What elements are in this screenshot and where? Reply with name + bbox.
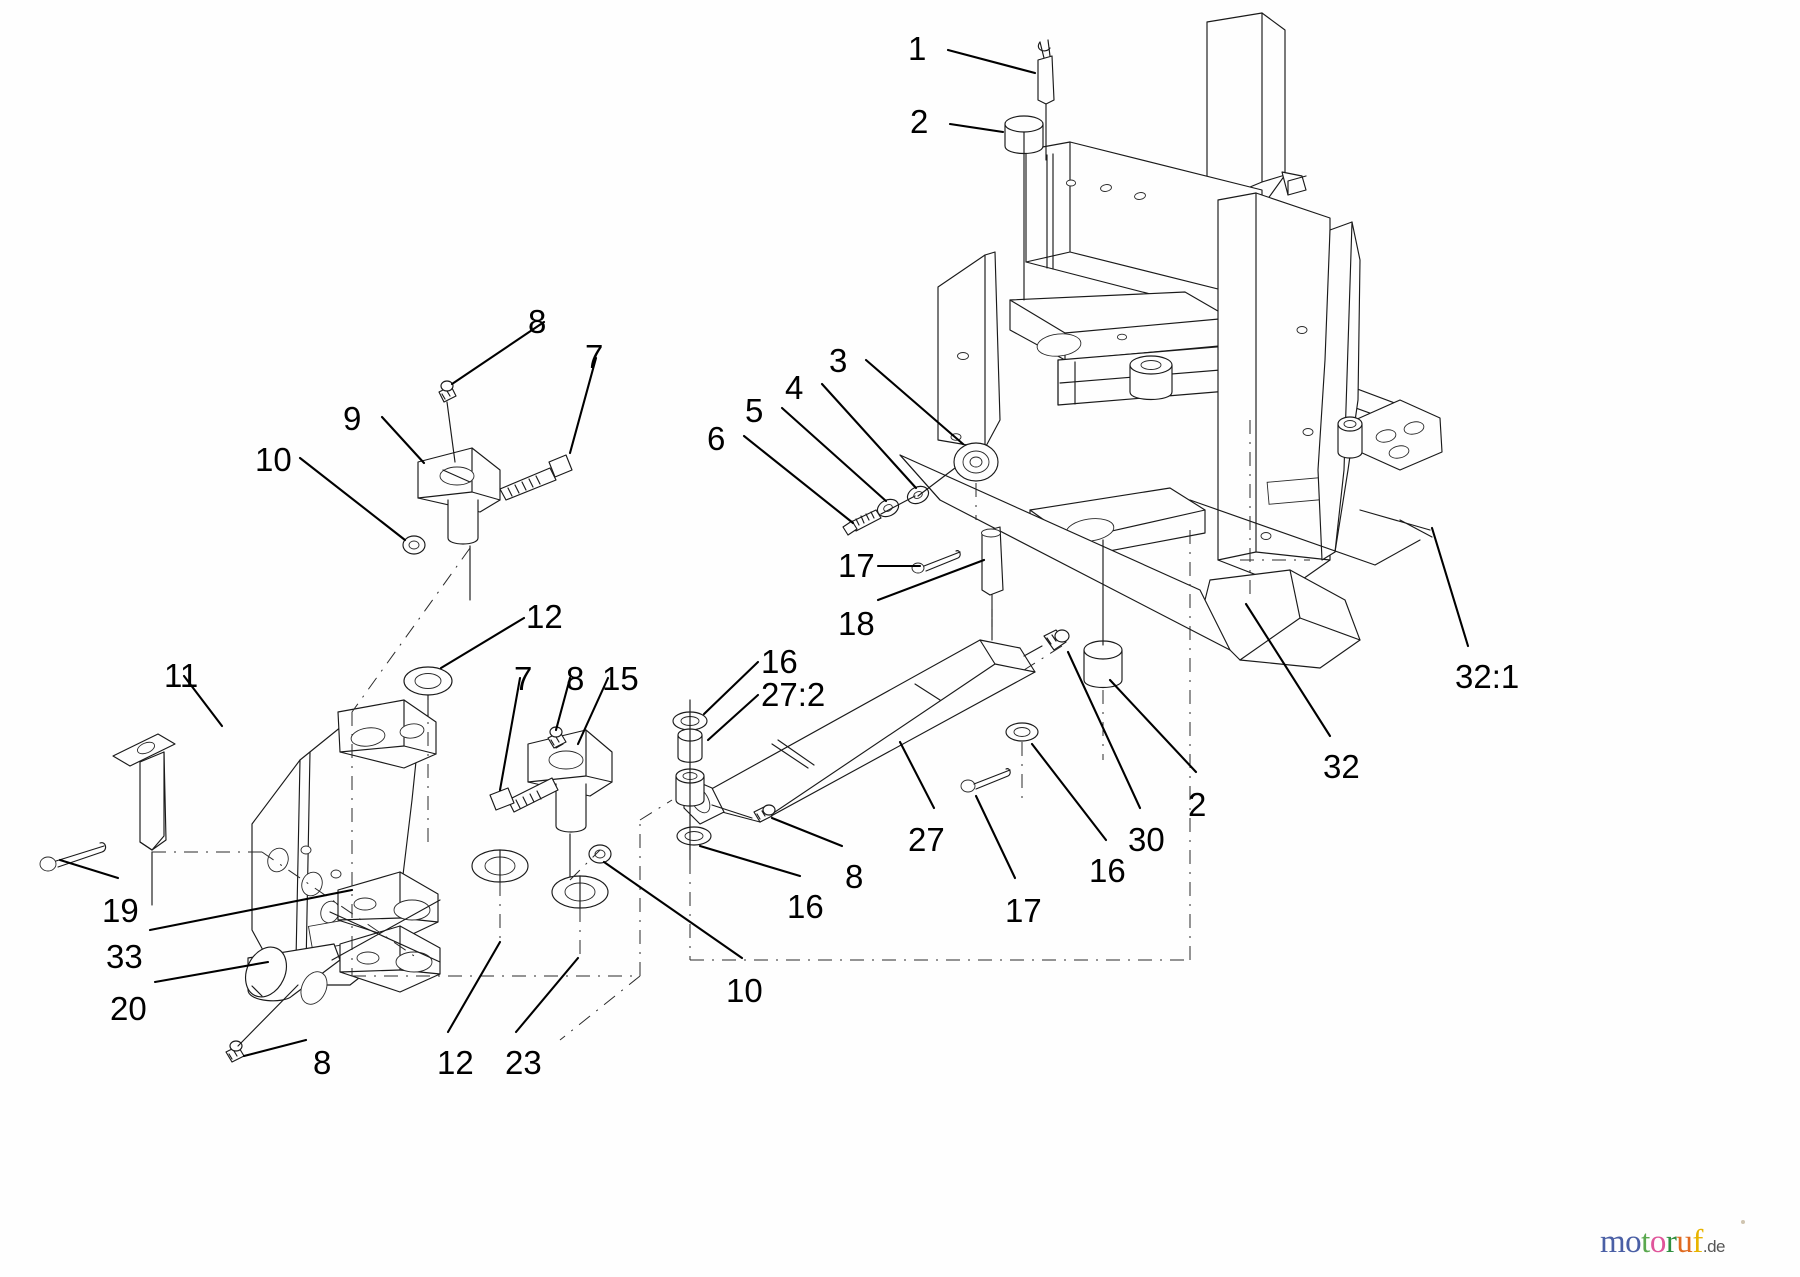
main-frame-assembly	[899, 12, 1443, 669]
callout-15: 15	[602, 660, 639, 697]
parts-4-5-6-fasteners	[842, 467, 956, 536]
parts-16-17-right	[960, 722, 1039, 793]
callout-27-2: 27:2	[761, 676, 826, 713]
callout-32: 32	[1323, 748, 1360, 785]
callout-8-c: 8	[845, 858, 864, 895]
watermark-letter: t	[1641, 1224, 1650, 1260]
callout-7-a: 7	[585, 338, 604, 375]
part-9-bracket	[402, 380, 573, 601]
part-2-cap-top	[1004, 115, 1044, 301]
callout-2: 2	[910, 103, 929, 140]
callout-6: 6	[707, 420, 726, 457]
callout-23: 23	[505, 1044, 542, 1081]
watermark-letter: u	[1676, 1224, 1693, 1260]
part-15-bracket	[489, 726, 613, 881]
callout-12-a: 12	[526, 598, 563, 635]
watermark-letter: r	[1665, 1224, 1677, 1260]
callout-19: 19	[102, 892, 139, 929]
callout-7-b: 7	[514, 660, 533, 697]
part-33-hitch-assembly	[225, 699, 441, 1063]
watermark-letter: o	[1625, 1224, 1642, 1260]
part-20-boss	[251, 985, 263, 997]
callout-16-b: 16	[787, 888, 824, 925]
watermark-dot	[1741, 1220, 1745, 1224]
part-2-cap-lower	[1083, 539, 1123, 689]
parts-17-18-pin	[911, 526, 1004, 641]
callout-1: 1	[908, 30, 927, 67]
callout-3: 3	[829, 342, 848, 379]
callout-10-a: 10	[255, 441, 292, 478]
callout-8-d: 8	[313, 1044, 332, 1081]
part-1-lock-pin	[1037, 39, 1055, 161]
callout-9: 9	[343, 400, 362, 437]
motoruf-watermark: motoruf.de	[1600, 1220, 1745, 1261]
callout-33: 33	[106, 938, 143, 975]
callout-2-b: 2	[1188, 786, 1207, 823]
watermark-suffix: .de	[1702, 1237, 1726, 1256]
part-19-hairpin	[39, 842, 107, 872]
callout-11: 11	[164, 657, 199, 694]
parts-12-23-washers	[471, 849, 609, 909]
watermark-letter: o	[1649, 1224, 1667, 1260]
callout-8-b: 8	[566, 660, 585, 697]
callout-27: 27	[908, 821, 945, 858]
assembly-construction-lines	[152, 420, 1310, 1041]
callout-leader-lines	[58, 48, 1470, 1058]
callout-10-b: 10	[726, 972, 763, 1009]
callout-17-b: 17	[1005, 892, 1042, 929]
part-27-2-clevis-stack	[672, 699, 776, 861]
part-11-pin	[112, 733, 176, 906]
callout-18: 18	[838, 605, 875, 642]
callout-32-1: 32:1	[1455, 658, 1520, 695]
callout-16-a: 16	[761, 643, 798, 680]
watermark-letter: f	[1692, 1224, 1703, 1260]
callout-5: 5	[745, 392, 764, 429]
callout-8-a: 8	[528, 303, 547, 340]
callout-12-b: 12	[437, 1044, 474, 1081]
callout-4: 4	[785, 369, 804, 406]
callout-16-c: 16	[1089, 852, 1126, 889]
watermark-letter: m	[1600, 1224, 1626, 1260]
callout-17-a: 17	[838, 547, 875, 584]
callout-30: 30	[1128, 821, 1165, 858]
callout-20: 20	[110, 990, 147, 1027]
